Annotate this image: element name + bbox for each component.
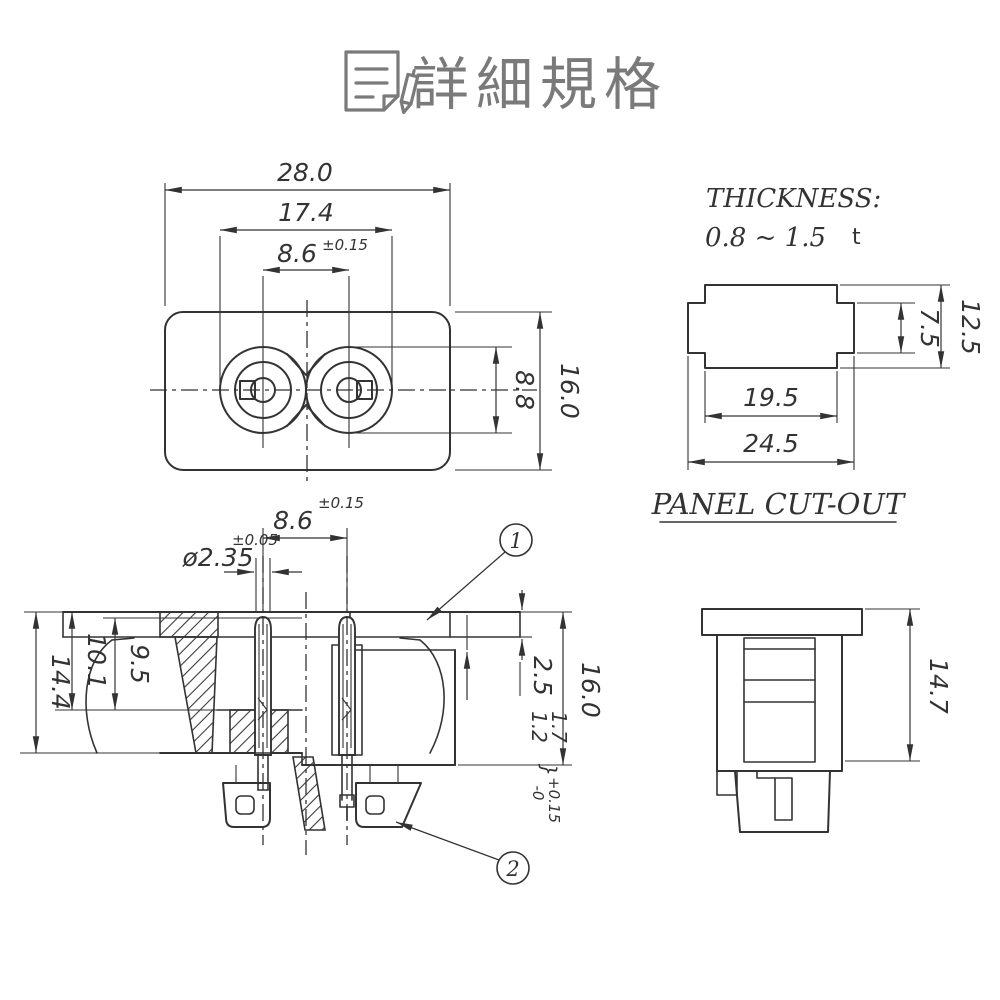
thickness-unit: t [852,225,861,250]
snap-leg [292,756,326,831]
callout-2-balloon [496,851,530,885]
side-view: 14.7 [701,608,953,833]
callout-1-number: 1 [509,529,522,553]
thickness-label: THICKNESS: [706,184,881,214]
dim-inner-width: 19.5 [743,383,799,412]
dim-lip-b: 1.7 [547,711,571,743]
thickness-note: THICKNESS: 0.8 ~ 1.5 t [705,184,881,253]
document-pen-icon [344,50,420,115]
dim-flange-thickness: 2.5 [528,656,557,696]
front-view: 28.0 17.4 8.6 ±0.15 8.8 16.0 [150,158,584,482]
thickness-value: 0.8 ~ 1.5 [705,223,826,253]
side-flange [701,608,863,636]
dim-body-depth: 10.1 [82,633,111,689]
side-terminal [734,770,831,833]
dim-recess-width: 17.4 [278,198,334,227]
dim-cavity-depth: 9.5 [125,644,154,684]
dim-pin-pitch: 8.6 [277,239,317,268]
dim-lip-tol-plus: +0.15 [545,777,563,823]
panel-cutout-view: 7.5 12.5 19.5 24.5 PANEL CUT-OUT [651,284,985,523]
panel-cutout-outline [687,284,855,369]
dim-total-depth: 14.4 [46,654,75,710]
panel-cutout-label: PANEL CUT-OUT [651,487,907,521]
dim-cutout-width: 24.5 [743,429,799,458]
title-bar: 詳細規格 [344,50,668,118]
right-mounting-lug [355,782,422,828]
page-title: 詳細規格 [412,52,668,118]
dim-section-pin-pitch: 8.6 [273,506,313,535]
dim-section-height: 16.0 [576,662,605,718]
dim-pin-diameter-tol: ±0.05 [232,531,278,549]
section-view: 8.6 ±0.15 ø2.35 ±0.05 14.4 10.1 9.5 2.5 … [20,494,605,885]
callout-2-number: 2 [505,857,519,881]
dim-cutout-height: 12.5 [956,299,985,355]
dim-recess-height: 8.8 [510,370,539,410]
left-mounting-lug [222,782,271,828]
callout-1-balloon [499,523,533,557]
dim-lip-a: 1.2 [527,711,551,743]
side-body [716,634,843,772]
dim-pin-diameter: ø2.35 [182,543,254,572]
dim-tab-height: 7.5 [915,308,944,348]
dim-height: 16.0 [555,363,584,419]
dim-pin-pitch-tol: ±0.15 [322,236,368,254]
dim-outer-width: 28.0 [277,158,333,187]
dim-section-pin-pitch-tol: ±0.15 [318,494,364,512]
dim-lip-tol-minus: -0 [529,786,547,801]
dim-side-height: 14.7 [924,658,953,714]
dim-lip-brace: } [537,764,561,777]
